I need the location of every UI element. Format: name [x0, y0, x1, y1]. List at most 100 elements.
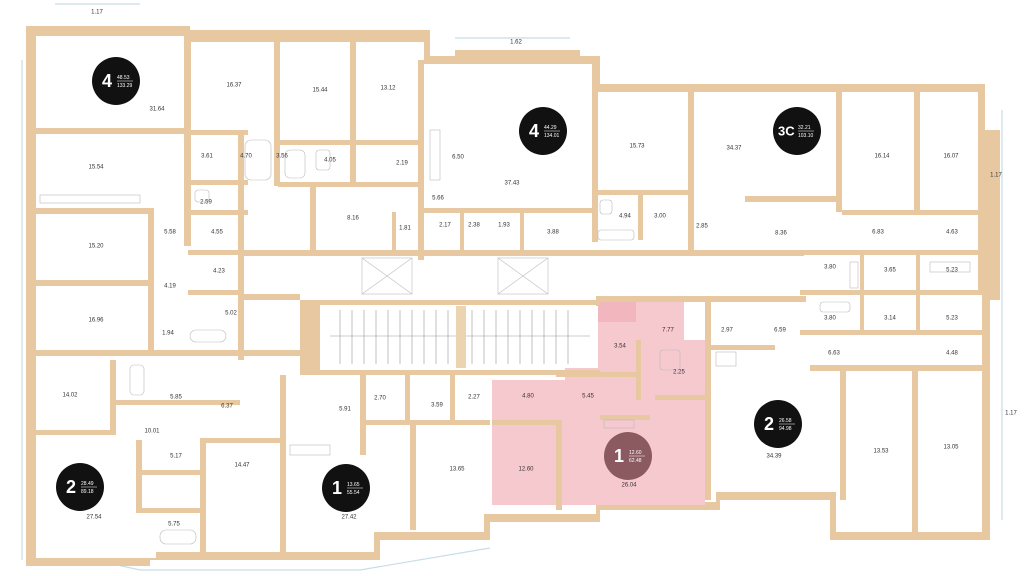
- room-area-label: 15.73: [629, 144, 645, 150]
- room-area-label: 2.85: [696, 224, 708, 230]
- room-area-label: 5.02: [225, 311, 237, 317]
- room-area-label: 3.80: [824, 265, 836, 271]
- apartment-living-area: 32.21: [798, 125, 811, 131]
- apartment-room-count: 4: [529, 121, 539, 141]
- room-area-label: 3.00: [654, 214, 666, 220]
- apartment-room-count: 4: [102, 71, 112, 91]
- apartment-living-area: 26.58: [779, 418, 792, 424]
- room-area-label: 27.54: [86, 515, 102, 521]
- room-area-label: 4.19: [164, 284, 176, 290]
- apartment-badge-circle[interactable]: [754, 400, 802, 448]
- room-area-label: 4.05: [324, 158, 336, 164]
- room-area-label: 2.38: [468, 223, 480, 229]
- room-area-label: 31.64: [149, 107, 165, 113]
- room-area-label: 26.04: [621, 483, 637, 489]
- room-area-label: 3.56: [276, 154, 288, 160]
- room-area-label: 4.48: [946, 351, 958, 357]
- room-area-label: 13.65: [449, 467, 465, 473]
- apartment-total-area: 55.54: [347, 490, 360, 496]
- room-area-label: 4.55: [211, 230, 223, 236]
- room-area-label: 6.59: [774, 328, 786, 334]
- apartment-badge-circle[interactable]: [92, 57, 140, 105]
- room-area-label: 1.81: [399, 226, 411, 232]
- room-area-label: 1.94: [162, 331, 174, 337]
- room-area-label: 8.36: [775, 231, 787, 237]
- room-area-label: 12.60: [518, 467, 534, 473]
- apartment-total-area: 62.48: [629, 458, 642, 464]
- apartment-room-count: 3С: [778, 123, 795, 138]
- room-area-label: 3.80: [824, 316, 836, 322]
- apartment-badge-circle[interactable]: [604, 432, 652, 480]
- apartment-badge-circle[interactable]: [773, 107, 821, 155]
- room-area-label: 3.14: [884, 316, 896, 322]
- room-area-label: 13.12: [380, 86, 396, 92]
- room-area-label: 1.93: [498, 223, 510, 229]
- room-area-label: 5.91: [339, 407, 351, 413]
- room-area-label: 4.94: [619, 214, 631, 220]
- apartment-badge-circle[interactable]: [56, 463, 104, 511]
- room-area-label: 15.20: [88, 244, 104, 250]
- room-area-label: 4.63: [946, 230, 958, 236]
- room-area-label: 4.80: [522, 394, 534, 400]
- room-area-label: 34.37: [726, 146, 742, 152]
- apartment-living-area: 13.65: [347, 482, 360, 488]
- apartment-badge-circle[interactable]: [519, 107, 567, 155]
- room-area-label: 5.85: [170, 395, 182, 401]
- room-area-label: 37.43: [504, 181, 520, 187]
- apartment-room-count: 2: [764, 414, 774, 434]
- room-area-label: 6.50: [452, 155, 464, 161]
- room-area-label: 1.17: [91, 10, 103, 16]
- interior-walls: [36, 36, 982, 552]
- room-area-label: 34.39: [766, 454, 782, 460]
- room-area-label: 5.17: [170, 454, 182, 460]
- room-area-label: 2.19: [396, 161, 408, 167]
- room-area-label: 3.59: [431, 403, 443, 409]
- room-area-label: 6.63: [828, 351, 840, 357]
- apartment-living-area: 48.53: [117, 75, 130, 81]
- room-area-label: 6.37: [221, 404, 233, 410]
- stairwell: [322, 306, 598, 368]
- room-area-label: 16.37: [226, 83, 242, 89]
- apartment-living-area: 12.60: [629, 450, 642, 456]
- room-area-label: 5.75: [168, 522, 180, 528]
- apartment-badge-circle[interactable]: [322, 464, 370, 512]
- room-area-label: 1.17: [990, 173, 1002, 179]
- room-area-label: 2.59: [200, 200, 212, 206]
- room-area-label: 13.53: [873, 449, 889, 455]
- room-area-label: 2.17: [439, 223, 451, 229]
- apartment-total-area: 133.29: [117, 83, 133, 89]
- apartment-living-area: 28.49: [81, 481, 94, 487]
- room-area-label: 10.01: [144, 429, 160, 435]
- room-area-label: 2.27: [468, 395, 480, 401]
- room-area-label: 5.66: [432, 196, 444, 202]
- apartment-living-area: 44.29: [544, 125, 557, 131]
- room-area-label: 2.97: [721, 328, 733, 334]
- apartment-total-area: 89.18: [81, 489, 94, 495]
- room-area-label: 5.23: [946, 268, 958, 274]
- apartment-total-area: 103.10: [798, 133, 814, 139]
- room-area-label: 1.17: [1005, 411, 1017, 417]
- room-area-label: 3.65: [884, 268, 896, 274]
- apartment-badge-apt-2-sw[interactable]: 2 28.49 89.18: [56, 463, 104, 511]
- room-area-label: 13.05: [943, 445, 959, 451]
- room-area-label: 16.96: [88, 318, 104, 324]
- room-area-label: 1.62: [510, 40, 522, 46]
- apartment-room-count: 1: [332, 478, 342, 498]
- room-area-label: 4.70: [240, 154, 252, 160]
- room-area-label: 27.42: [341, 515, 357, 521]
- room-area-label: 6.83: [872, 230, 884, 236]
- room-area-label: 16.14: [874, 154, 890, 160]
- room-area-label: 5.58: [164, 230, 176, 236]
- room-area-label: 2.25: [673, 370, 685, 376]
- apartment-badge-apt-4-nw[interactable]: 4 48.53 133.29: [92, 57, 140, 105]
- apartment-room-count: 2: [66, 477, 76, 497]
- room-area-label: 15.44: [312, 88, 328, 94]
- apartment-badge-apt-1-sw[interactable]: 1 13.65 55.54: [322, 464, 370, 512]
